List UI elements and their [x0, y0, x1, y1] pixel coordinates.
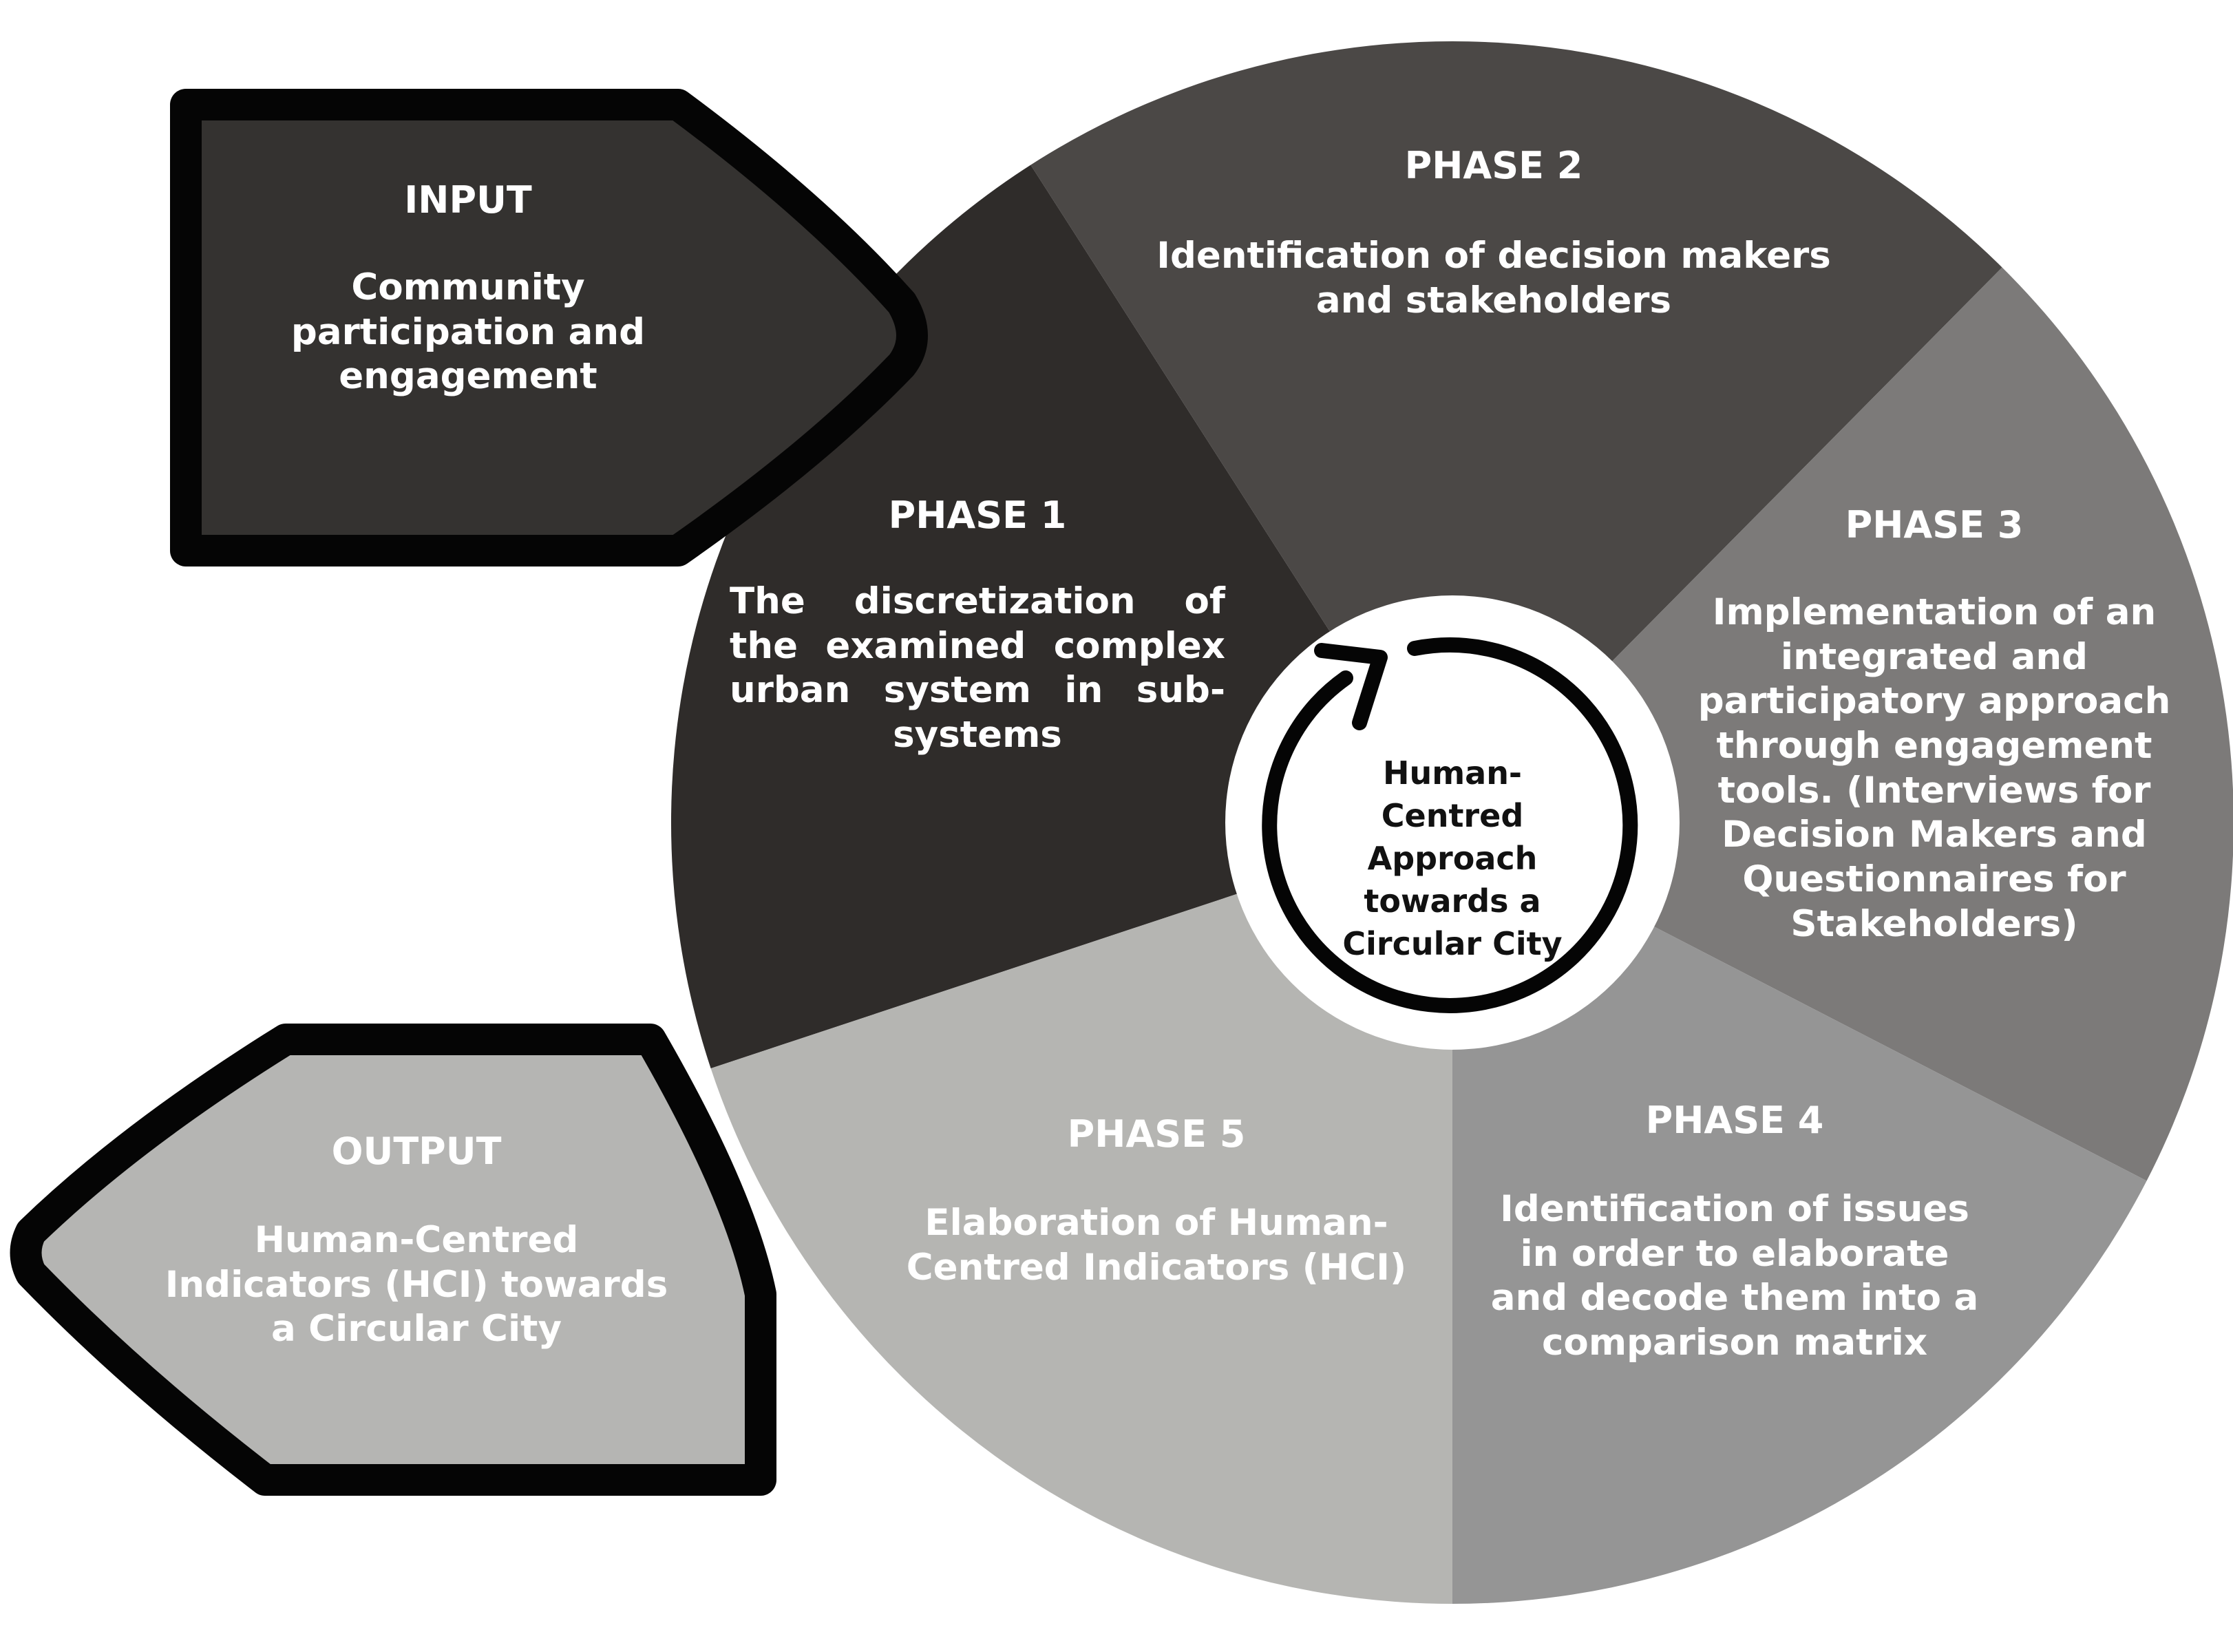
phase-1-text: The discretization of the examined compl…	[730, 580, 1225, 756]
phase-5-segment	[710, 823, 1452, 1605]
center-text: Human-Centred Approach towards a Circula…	[1342, 754, 1563, 963]
phase-3-title: PHASE 3	[1845, 503, 2024, 547]
phase-5-title: PHASE 5	[1067, 1112, 1246, 1156]
phase-3-text: Implementation of an integrated and part…	[1697, 591, 2171, 945]
cycle-arc	[1262, 637, 1638, 1013]
phase-4-text: Identification of issues in order to ela…	[1490, 1188, 1979, 1364]
output-arrow-box	[10, 1024, 776, 1496]
input-arrow-box	[170, 89, 928, 566]
output-title: OUTPUT	[331, 1130, 502, 1173]
phase-1-title: PHASE 1	[888, 494, 1067, 537]
center-circle	[1225, 595, 1680, 1050]
phase-4-title: PHASE 4	[1645, 1099, 1824, 1142]
circular-arrow-icon	[1262, 637, 1638, 1013]
output-text: Human-Centred Indicators (HCI) towards a…	[165, 1219, 668, 1351]
phase-2-segment	[1030, 41, 2002, 823]
phase-3-segment	[1452, 267, 2233, 1181]
phase-4-segment	[1452, 823, 2147, 1604]
input-title: INPUT	[404, 178, 532, 222]
phase-5-text: Elaboration of Human-Centred Indicators …	[906, 1202, 1407, 1289]
phase-2-title: PHASE 2	[1404, 144, 1583, 187]
input-text: Community participation and engagement	[290, 266, 646, 398]
cycle-arrowhead	[1314, 643, 1388, 730]
phase-2-text: Identification of decision makers and st…	[1156, 235, 1831, 321]
